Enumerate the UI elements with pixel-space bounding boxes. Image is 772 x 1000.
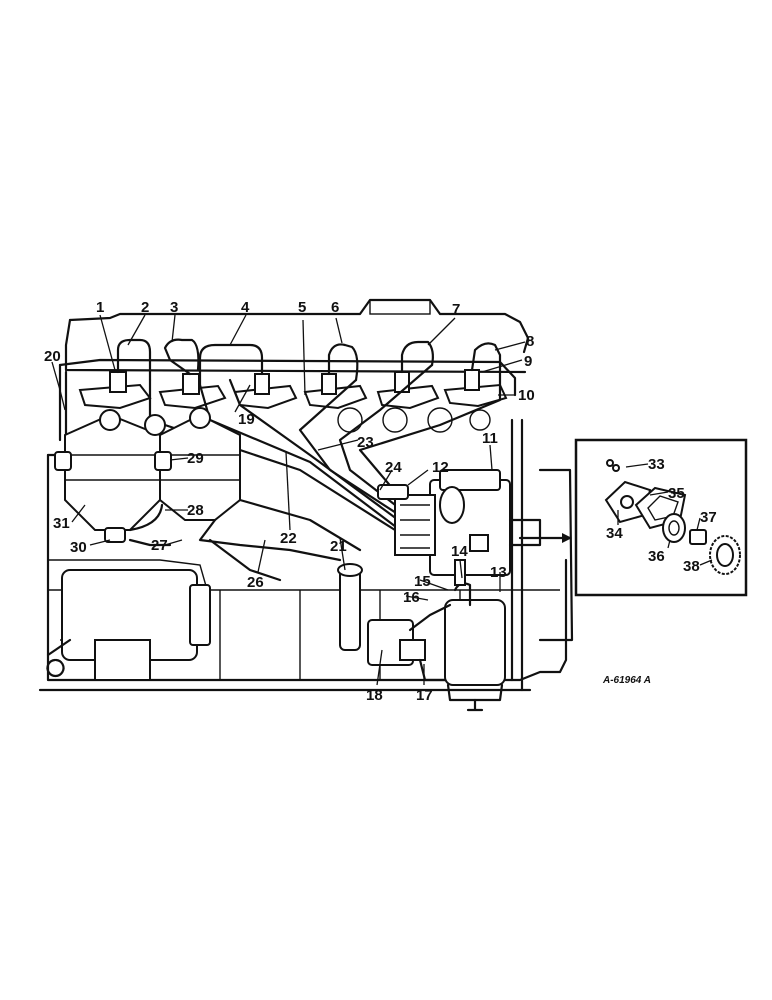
callout-28: 28 <box>187 502 204 519</box>
injector-row <box>58 338 517 532</box>
callout-9: 9 <box>524 353 532 370</box>
callout-36: 36 <box>648 548 665 565</box>
drawing-reference: A-61964 A <box>602 675 651 686</box>
callout-38: 38 <box>683 558 700 575</box>
engine-block <box>38 298 574 692</box>
callout-22: 22 <box>280 530 297 547</box>
injection-pump <box>377 469 542 576</box>
callout-1: 1 <box>96 299 104 316</box>
callout-2: 2 <box>141 299 149 316</box>
callout-26: 26 <box>247 574 264 591</box>
callout-17: 17 <box>416 687 433 704</box>
callout-33: 33 <box>648 456 665 473</box>
callout-10: 10 <box>518 387 535 404</box>
callout-16: 16 <box>403 589 420 606</box>
callout-31: 31 <box>53 515 70 532</box>
callout-7: 7 <box>452 301 460 318</box>
callout-34: 34 <box>606 525 623 542</box>
callout-6: 6 <box>331 299 339 316</box>
callout-20: 20 <box>44 348 61 365</box>
callout-15: 15 <box>414 573 431 590</box>
callout-21: 21 <box>330 538 347 555</box>
callout-24: 24 <box>385 459 402 476</box>
callout-19: 19 <box>238 411 255 428</box>
callout-18: 18 <box>366 687 383 704</box>
callout-29: 29 <box>187 450 204 467</box>
leader-lines <box>51 314 713 686</box>
callout-labels: 1 2 3 4 5 6 7 8 9 10 11 12 13 14 15 16 1… <box>44 299 717 704</box>
transfer-pump <box>337 559 506 712</box>
callout-35: 35 <box>668 485 685 502</box>
fuel-filters <box>54 407 362 582</box>
callout-3: 3 <box>170 299 178 316</box>
callout-5: 5 <box>298 299 306 316</box>
callout-30: 30 <box>70 539 87 556</box>
callout-12: 12 <box>432 459 449 476</box>
callout-37: 37 <box>700 509 717 526</box>
callout-8: 8 <box>526 333 534 350</box>
callout-4: 4 <box>241 299 250 316</box>
callout-13: 13 <box>490 564 507 581</box>
callout-11: 11 <box>482 430 498 447</box>
inset-detail-box <box>518 438 748 597</box>
callout-27: 27 <box>151 537 168 554</box>
callout-23: 23 <box>357 434 374 451</box>
callout-14: 14 <box>451 543 468 560</box>
